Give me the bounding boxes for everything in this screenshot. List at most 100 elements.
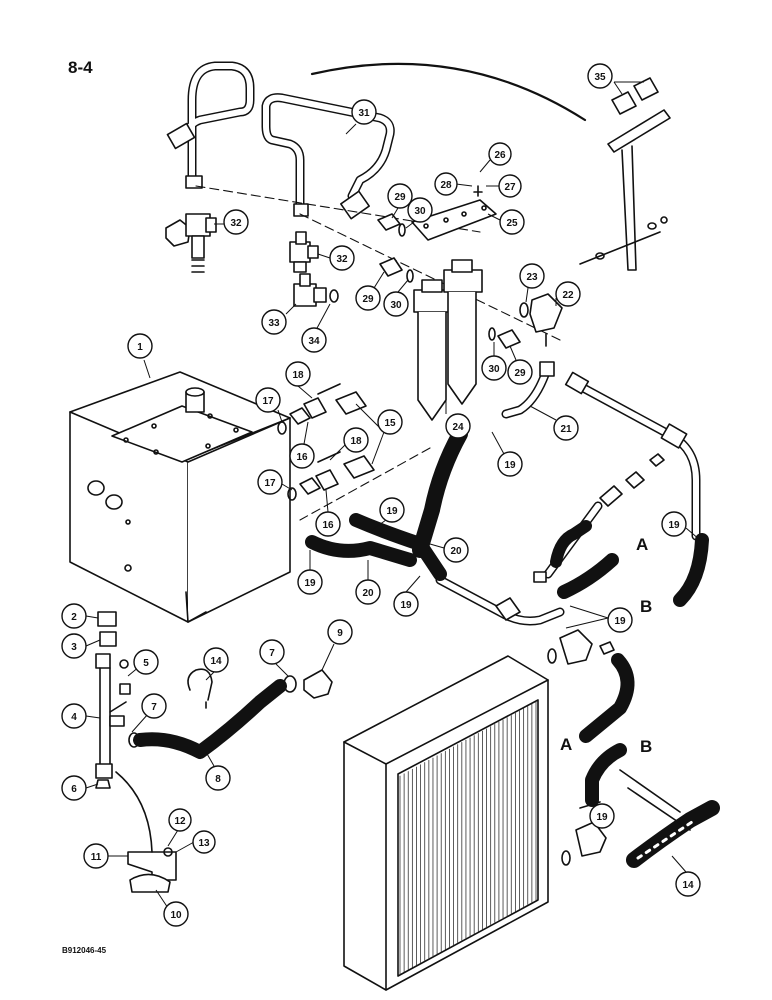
hose-20-right (550, 520, 592, 568)
svg-text:9: 9 (337, 628, 343, 639)
callout-20-a: 20 (429, 537, 469, 563)
svg-text:35: 35 (594, 72, 606, 83)
hydraulic-tank (69, 371, 291, 623)
callout-22: 22 (555, 281, 581, 307)
callout-13: 13 (175, 830, 216, 854)
svg-text:19: 19 (304, 578, 316, 589)
callout-18-a: 18 (285, 361, 313, 399)
callout-1: 1 (127, 333, 153, 379)
hose-b-lower (585, 743, 627, 807)
callout-32-b: 32 (317, 245, 355, 271)
svg-text:32: 32 (336, 254, 348, 265)
callout-4: 4 (61, 703, 101, 729)
callout-9: 9 (321, 619, 353, 671)
svg-text:32: 32 (230, 218, 242, 229)
right-pipe-loop (564, 371, 701, 541)
fitting-29-upper (377, 213, 406, 237)
callout-33: 33 (261, 303, 297, 335)
callout-17-a: 17 (255, 387, 283, 423)
callout-5: 5 (127, 649, 159, 677)
svg-text:2: 2 (71, 612, 77, 623)
callout-29-a: 29 (387, 183, 413, 219)
svg-text:1: 1 (137, 342, 143, 353)
hose-8 (128, 679, 287, 759)
hose-label-b-lower: B (640, 737, 652, 756)
svg-text:30: 30 (488, 364, 500, 375)
callout-19-e: 19 (565, 605, 633, 633)
hose-loop-b (673, 533, 709, 607)
callout-19-g: 19 (589, 803, 615, 829)
svg-text:19: 19 (386, 506, 398, 517)
svg-text:17: 17 (264, 478, 276, 489)
filter-mount-plate (411, 185, 497, 241)
svg-text:20: 20 (362, 588, 374, 599)
svg-text:12: 12 (174, 816, 186, 827)
bracket-35 (579, 77, 671, 271)
svg-text:7: 7 (269, 648, 275, 659)
svg-text:19: 19 (668, 520, 680, 531)
callout-12: 12 (167, 808, 192, 847)
callout-19-a: 19 (491, 431, 523, 477)
callout-3: 3 (61, 633, 101, 659)
hose-label-a-lower: A (560, 735, 572, 754)
callout-16-b: 16 (315, 489, 341, 537)
callout-6: 6 (61, 775, 99, 801)
svg-text:30: 30 (414, 206, 426, 217)
radiator-core (399, 701, 537, 975)
svg-text:19: 19 (596, 812, 608, 823)
hose-letters: A B A B (560, 535, 652, 756)
svg-text:19: 19 (400, 600, 412, 611)
svg-text:15: 15 (384, 418, 396, 429)
callout-23: 23 (519, 263, 545, 303)
svg-text:23: 23 (526, 272, 538, 283)
radiator-lower-fitting (561, 801, 607, 866)
svg-text:16: 16 (322, 520, 334, 531)
callout-32-a: 32 (214, 209, 249, 235)
fitting-33 (293, 273, 339, 307)
page-number: 8-4 (68, 58, 93, 77)
filter-left (413, 279, 451, 421)
callout-21: 21 (529, 405, 579, 441)
hose-wrap-14 (626, 787, 720, 868)
tube-21 (501, 361, 555, 419)
svg-text:31: 31 (358, 108, 370, 119)
guide-line-mid (299, 213, 561, 341)
bracket-10-11 (115, 771, 177, 893)
svg-text:18: 18 (292, 370, 304, 381)
callout-14-b: 14 (671, 855, 701, 897)
svg-text:6: 6 (71, 784, 77, 795)
callout-18-b: 18 (329, 427, 369, 461)
svg-text:7: 7 (151, 702, 157, 713)
elbow-22 (519, 293, 563, 347)
fitting-29-lower (488, 327, 521, 349)
callout-7-a: 7 (131, 693, 167, 733)
callout-30-c: 30 (481, 342, 507, 381)
fittings-lower-group (287, 451, 375, 501)
fitting-7-9 (109, 669, 333, 713)
callout-16-a: 16 (289, 421, 315, 469)
svg-text:19: 19 (614, 616, 626, 627)
callout-26: 26 (479, 142, 512, 173)
callout-20-b: 20 (355, 560, 381, 605)
fittings-upper-group (277, 383, 367, 435)
fitting-29-mid (379, 257, 414, 283)
callout-25: 25 (487, 209, 525, 235)
svg-text:8: 8 (215, 774, 221, 785)
svg-text:14: 14 (682, 880, 694, 891)
callout-28: 28 (434, 172, 473, 196)
callout-17-b: 17 (257, 469, 293, 495)
svg-text:5: 5 (143, 658, 149, 669)
hose-24-upper (412, 426, 468, 558)
svg-text:21: 21 (560, 424, 572, 435)
callout-29-c: 29 (507, 345, 533, 385)
callout-11: 11 (83, 843, 128, 869)
svg-text:4: 4 (71, 712, 77, 723)
callout-8: 8 (205, 751, 231, 791)
callout-layer: 1 2 3 4 5 6 7 7 8 9 10 11 12 13 14 14 15… (61, 63, 701, 927)
callout-30-a: 30 (405, 197, 433, 229)
svg-text:29: 29 (362, 294, 374, 305)
figure-code: B912046-45 (62, 946, 107, 955)
svg-text:25: 25 (506, 218, 518, 229)
tube-31 (261, 93, 395, 220)
